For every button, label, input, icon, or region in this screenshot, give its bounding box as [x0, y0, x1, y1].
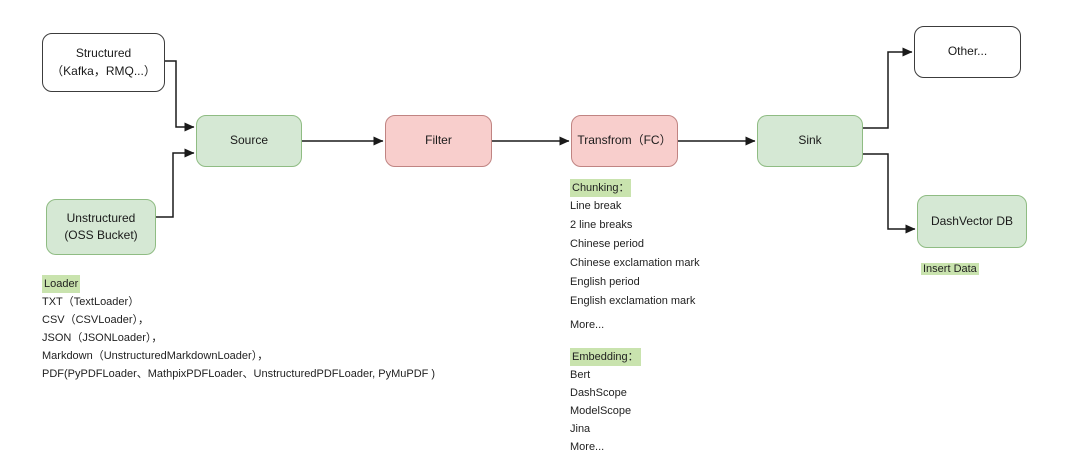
embedding-item: DashScope: [570, 387, 627, 399]
node-unstructured: Unstructured (OSS Bucket): [46, 199, 156, 255]
node-other-label: Other...: [947, 44, 988, 59]
embedding-item: Jina: [570, 423, 591, 435]
chunking-annotation: Chunking： Line break 2 line breaks Chine…: [570, 179, 700, 335]
insert-data-annotation: Insert Data: [921, 263, 979, 275]
embedding-item: Bert: [570, 369, 591, 381]
chunking-heading: Chunking：: [570, 179, 632, 197]
node-structured-title: Structured: [75, 46, 132, 61]
edge-sink-to-other: [863, 47, 913, 129]
chunking-item: Chinese period: [570, 238, 644, 250]
embedding-annotation: Embedding： Bert DashScope ModelScope Jin…: [570, 348, 641, 456]
node-structured: Structured （Kafka，RMQ...）: [42, 33, 165, 92]
node-dashvector-label: DashVector DB: [930, 213, 1014, 228]
chunking-item: 2 line breaks: [570, 219, 633, 231]
loader-item: PDF(PyPDFLoader、MathpixPDFLoader、Unstruc…: [42, 368, 436, 380]
node-sink: Sink: [757, 115, 863, 167]
node-filter-label: Filter: [425, 133, 452, 148]
edge-sink-to-dashvector: [863, 153, 916, 234]
chunking-item: Line break: [570, 200, 622, 212]
chunking-item: Chinese exclamation mark: [570, 257, 700, 269]
loader-item: JSON（JSONLoader），: [42, 332, 163, 344]
node-other: Other...: [914, 26, 1021, 78]
node-unstructured-title: Unstructured: [66, 210, 136, 225]
embedding-item: More...: [570, 441, 605, 453]
node-source: Source: [196, 115, 302, 167]
node-transform: Transfrom（FC）: [571, 115, 678, 167]
loader-annotation: Loader TXT（TextLoader） CSV（CSVLoader）， J…: [42, 275, 435, 383]
loader-item: Markdown（UnstructuredMarkdownLoader），: [42, 350, 269, 362]
node-transform-label: Transfrom（FC）: [577, 133, 672, 148]
node-source-label: Source: [229, 133, 269, 148]
chunking-item: More...: [570, 319, 605, 331]
embedding-item: ModelScope: [570, 405, 632, 417]
node-filter: Filter: [385, 115, 492, 167]
node-unstructured-subtitle: (OSS Bucket): [64, 228, 138, 242]
loader-item: CSV（CSVLoader），: [42, 314, 149, 326]
loader-item: TXT（TextLoader）: [42, 296, 140, 308]
embedding-heading: Embedding：: [570, 348, 641, 366]
edge-structured-to-source: [165, 60, 195, 132]
node-sink-label: Sink: [798, 133, 822, 148]
insert-data-label: Insert Data: [921, 263, 979, 275]
loader-heading: Loader: [42, 275, 81, 293]
edge-unstructured-to-source: [156, 148, 195, 218]
node-dashvector: DashVector DB: [917, 195, 1027, 248]
node-structured-subtitle: （Kafka，RMQ...）: [51, 63, 156, 78]
chunking-item: English period: [570, 276, 640, 288]
chunking-item: English exclamation mark: [570, 295, 696, 307]
